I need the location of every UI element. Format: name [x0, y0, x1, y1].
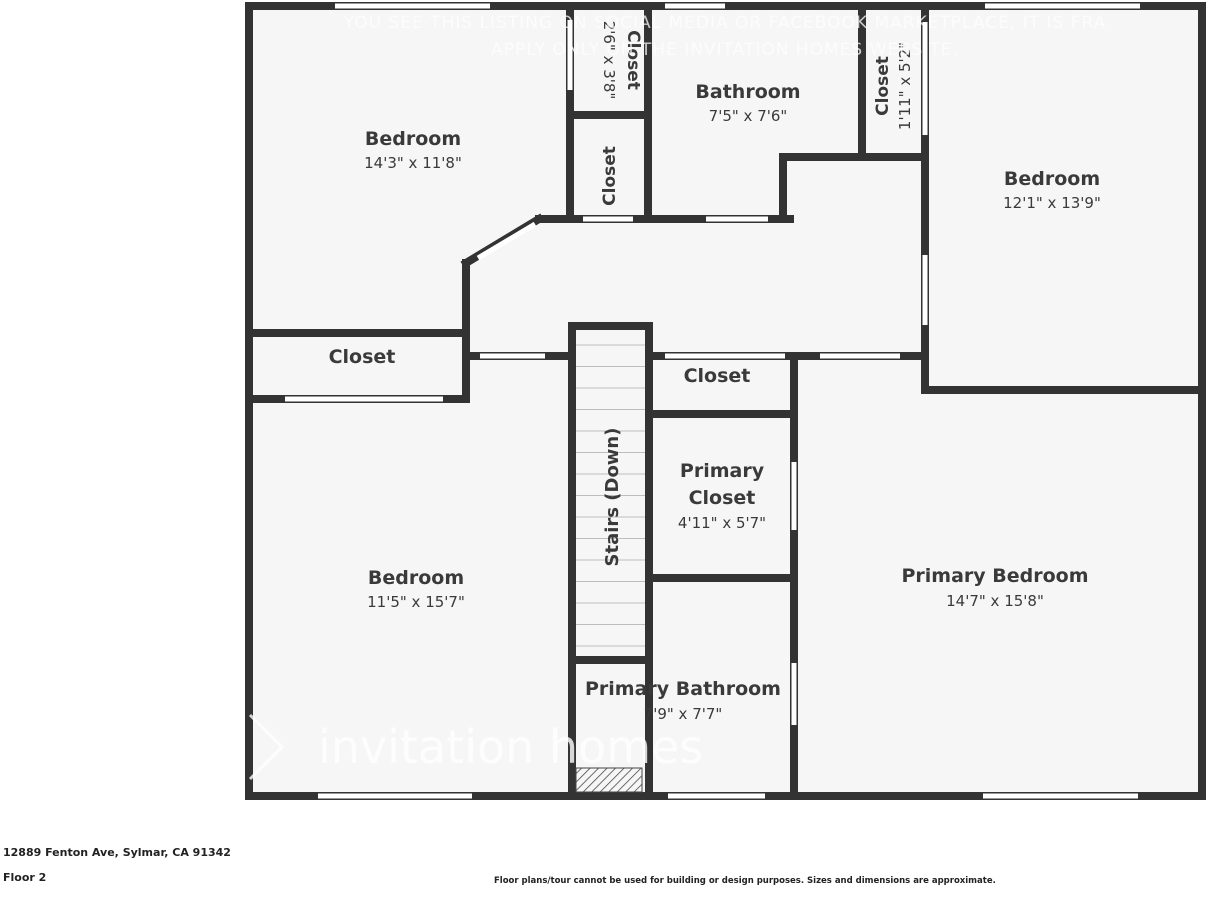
room-bathroom-dim: 7'5" x 7'6" — [709, 107, 788, 125]
room-bedroom-bottom-left-dim: 11'5" x 15'7" — [367, 593, 465, 611]
watermark-line-2: APPLY ONLY ON THE INVITATION HOMES WEBSI… — [491, 40, 959, 60]
room-primary-bathroom-name: Primary Bathroom — [585, 678, 781, 700]
room-bedroom-top-left-dim: 14'3" x 11'8" — [364, 154, 462, 172]
room-primary-bathroom-dim: 7'9" x 7'7" — [644, 705, 723, 723]
room-bedroom-right-name: Bedroom — [1004, 168, 1100, 190]
fixture-hatch — [575, 767, 643, 793]
room-closet-small-dim: 2'6" x 3'8" — [600, 21, 618, 100]
room-closet-narrow-name: Closet — [873, 56, 893, 116]
footer-address: 12889 Fenton Ave, Sylmar, CA 91342 — [3, 846, 231, 859]
stair-treads — [576, 344, 645, 647]
room-closet-left-name: Closet — [329, 346, 396, 368]
room-bedroom-right-dim: 12'1" x 13'9" — [1003, 194, 1101, 212]
footer-floor: Floor 2 — [3, 871, 47, 884]
footer-disclaimer: Floor plans/tour cannot be used for buil… — [494, 876, 996, 886]
watermark-line-1: YOU SEE THIS LISTING ON SOCIAL MEDIA OR … — [343, 13, 1107, 33]
room-bathroom-name: Bathroom — [695, 81, 800, 103]
brand-logo-icon — [248, 713, 285, 781]
room-bedroom-bottom-left-name: Bedroom — [368, 567, 464, 589]
room-bedroom-top-left-name: Bedroom — [365, 128, 461, 150]
watermark-brand: invitation homes — [318, 720, 703, 774]
room-primary-bedroom-dim: 14'7" x 15'8" — [946, 592, 1044, 610]
room-stairs-name: Stairs (Down) — [602, 428, 623, 567]
windows — [285, 3, 1140, 799]
room-closet-hall-name: Closet — [600, 146, 620, 206]
room-primary-closet-name-1: Primary — [680, 460, 765, 482]
room-closet-small-name: Closet — [623, 30, 643, 90]
room-primary-closet-dim: 4'11" x 5'7" — [678, 514, 766, 532]
room-closet-narrow-dim: 1'11" x 5'2" — [896, 42, 914, 130]
room-primary-closet-name-2: Closet — [689, 487, 756, 509]
room-closet-center-name: Closet — [684, 365, 751, 387]
room-primary-bedroom-name: Primary Bedroom — [901, 565, 1088, 587]
